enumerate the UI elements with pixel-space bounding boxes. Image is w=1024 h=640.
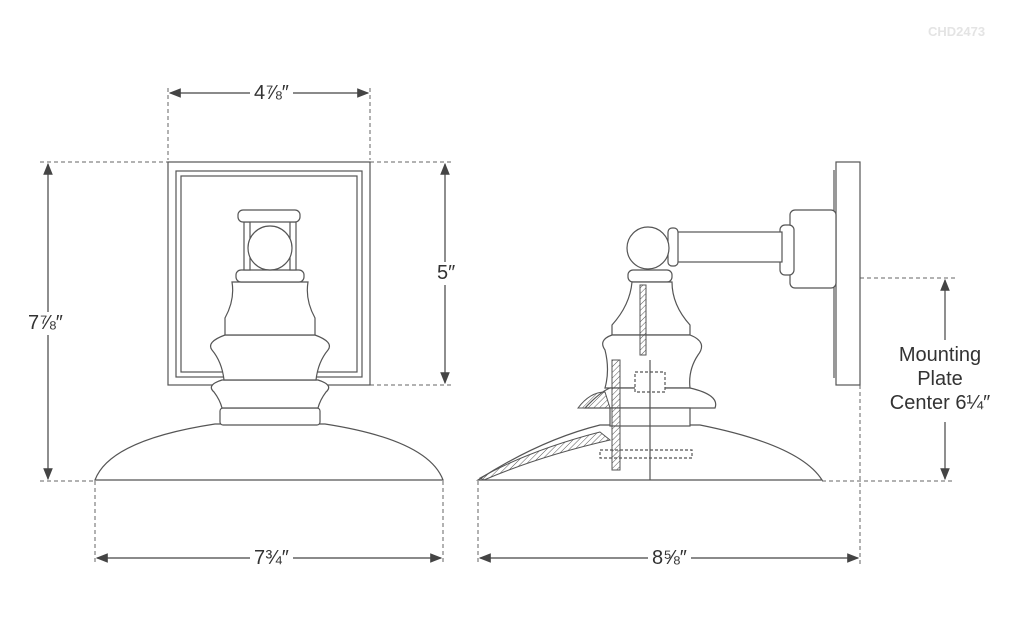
front-view [94,161,444,481]
watermark-model-number: CHD2473 [928,24,986,39]
extension-label: 8⅝″ [648,547,691,570]
backplate-height-label: 5″ [437,262,456,285]
front-shade [94,423,444,481]
overall-height-label: 7⅞″ [28,312,63,335]
side-backplate [835,161,861,386]
side-view [475,161,861,481]
shade-width-label: 7¾″ [250,547,293,570]
side-section-hatch [478,284,647,481]
mounting-plate-line1: Mounting [898,344,982,366]
mounting-plate-line3: Center 6¼″ [889,392,991,414]
extension-lines [40,88,955,565]
backplate-width-label: 4⅞″ [250,82,293,105]
mounting-plate-label: Mounting Plate Center 6¼″ [880,343,1000,415]
mounting-plate-line2: Plate [917,368,963,390]
